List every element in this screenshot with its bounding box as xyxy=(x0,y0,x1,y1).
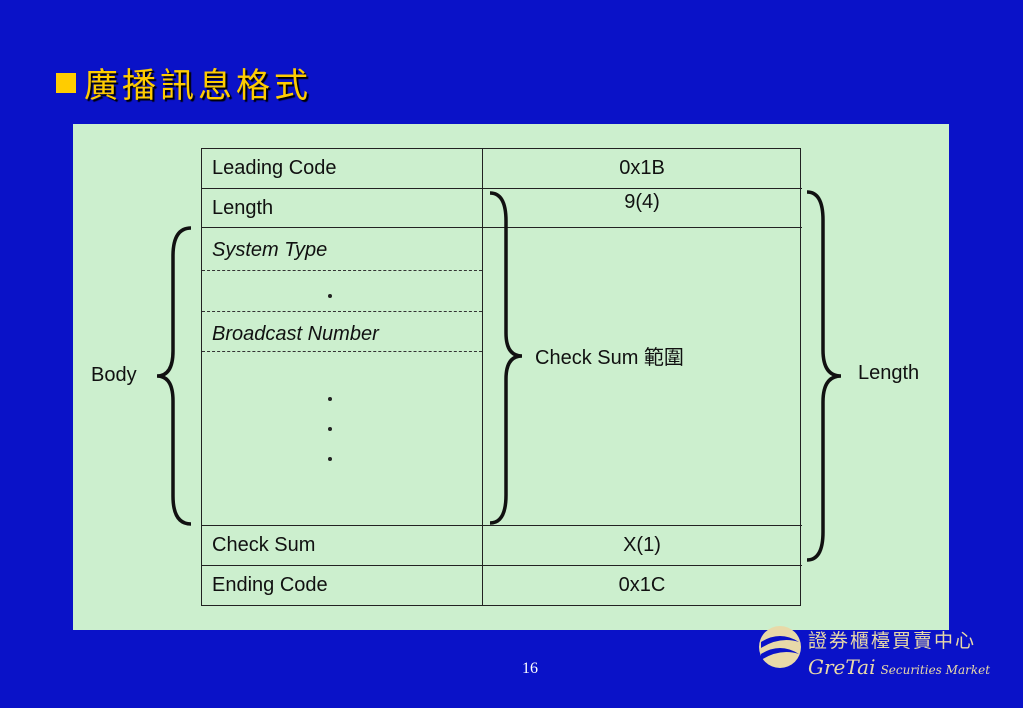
cell-check-sum: Check Sum xyxy=(212,534,316,556)
checksum-brace-icon xyxy=(489,191,523,525)
body-label: Body xyxy=(91,364,137,386)
message-format-table: Leading Code Length System Type Broadcas… xyxy=(201,148,802,606)
cell-length: Length xyxy=(212,197,274,219)
cell-length-value: 9(4) xyxy=(624,191,660,213)
diagram-panel: Body Leading Code Length System Type Bro… xyxy=(73,124,949,630)
dashed-divider xyxy=(202,311,482,312)
checksum-range-label: Check Sum 範圍 xyxy=(535,347,684,369)
gretai-logo-icon xyxy=(759,626,801,668)
square-bullet-icon xyxy=(56,72,76,93)
length-brace-icon xyxy=(806,190,842,562)
row-divider xyxy=(202,188,802,189)
cell-system-type: System Type xyxy=(212,239,328,261)
cell-leading-code-value: 0x1B xyxy=(619,157,665,179)
page-number: 16 xyxy=(522,660,538,677)
body-brace-icon xyxy=(156,226,192,526)
row-divider xyxy=(202,227,802,228)
slide-title: 廣播訊息格式 xyxy=(84,66,312,106)
column-divider xyxy=(482,149,483,605)
logo-subtitle: Securities Market xyxy=(880,663,991,677)
dashed-divider xyxy=(202,270,482,271)
cell-ending-code-value: 0x1C xyxy=(618,574,666,596)
length-label: Length xyxy=(858,362,920,384)
dashed-divider xyxy=(202,351,482,352)
row-divider xyxy=(202,565,802,566)
ellipsis-dot xyxy=(328,294,332,298)
logo-brand: GreTai xyxy=(808,655,876,679)
cell-broadcast-number: Broadcast Number xyxy=(212,323,379,345)
ellipsis-dot xyxy=(328,427,332,431)
ellipsis-dot xyxy=(328,397,332,401)
cell-ending-code: Ending Code xyxy=(212,574,328,596)
cell-check-sum-value: X(1) xyxy=(623,534,661,556)
cell-leading-code: Leading Code xyxy=(212,157,337,179)
logo-chinese-name: 證券櫃檯買賣中心 xyxy=(808,630,977,652)
row-divider xyxy=(202,525,802,526)
slide-title-row: 廣播訊息格式 xyxy=(56,58,312,107)
logo-english-name: GreTai Securities Market xyxy=(808,655,990,679)
ellipsis-dot xyxy=(328,457,332,461)
